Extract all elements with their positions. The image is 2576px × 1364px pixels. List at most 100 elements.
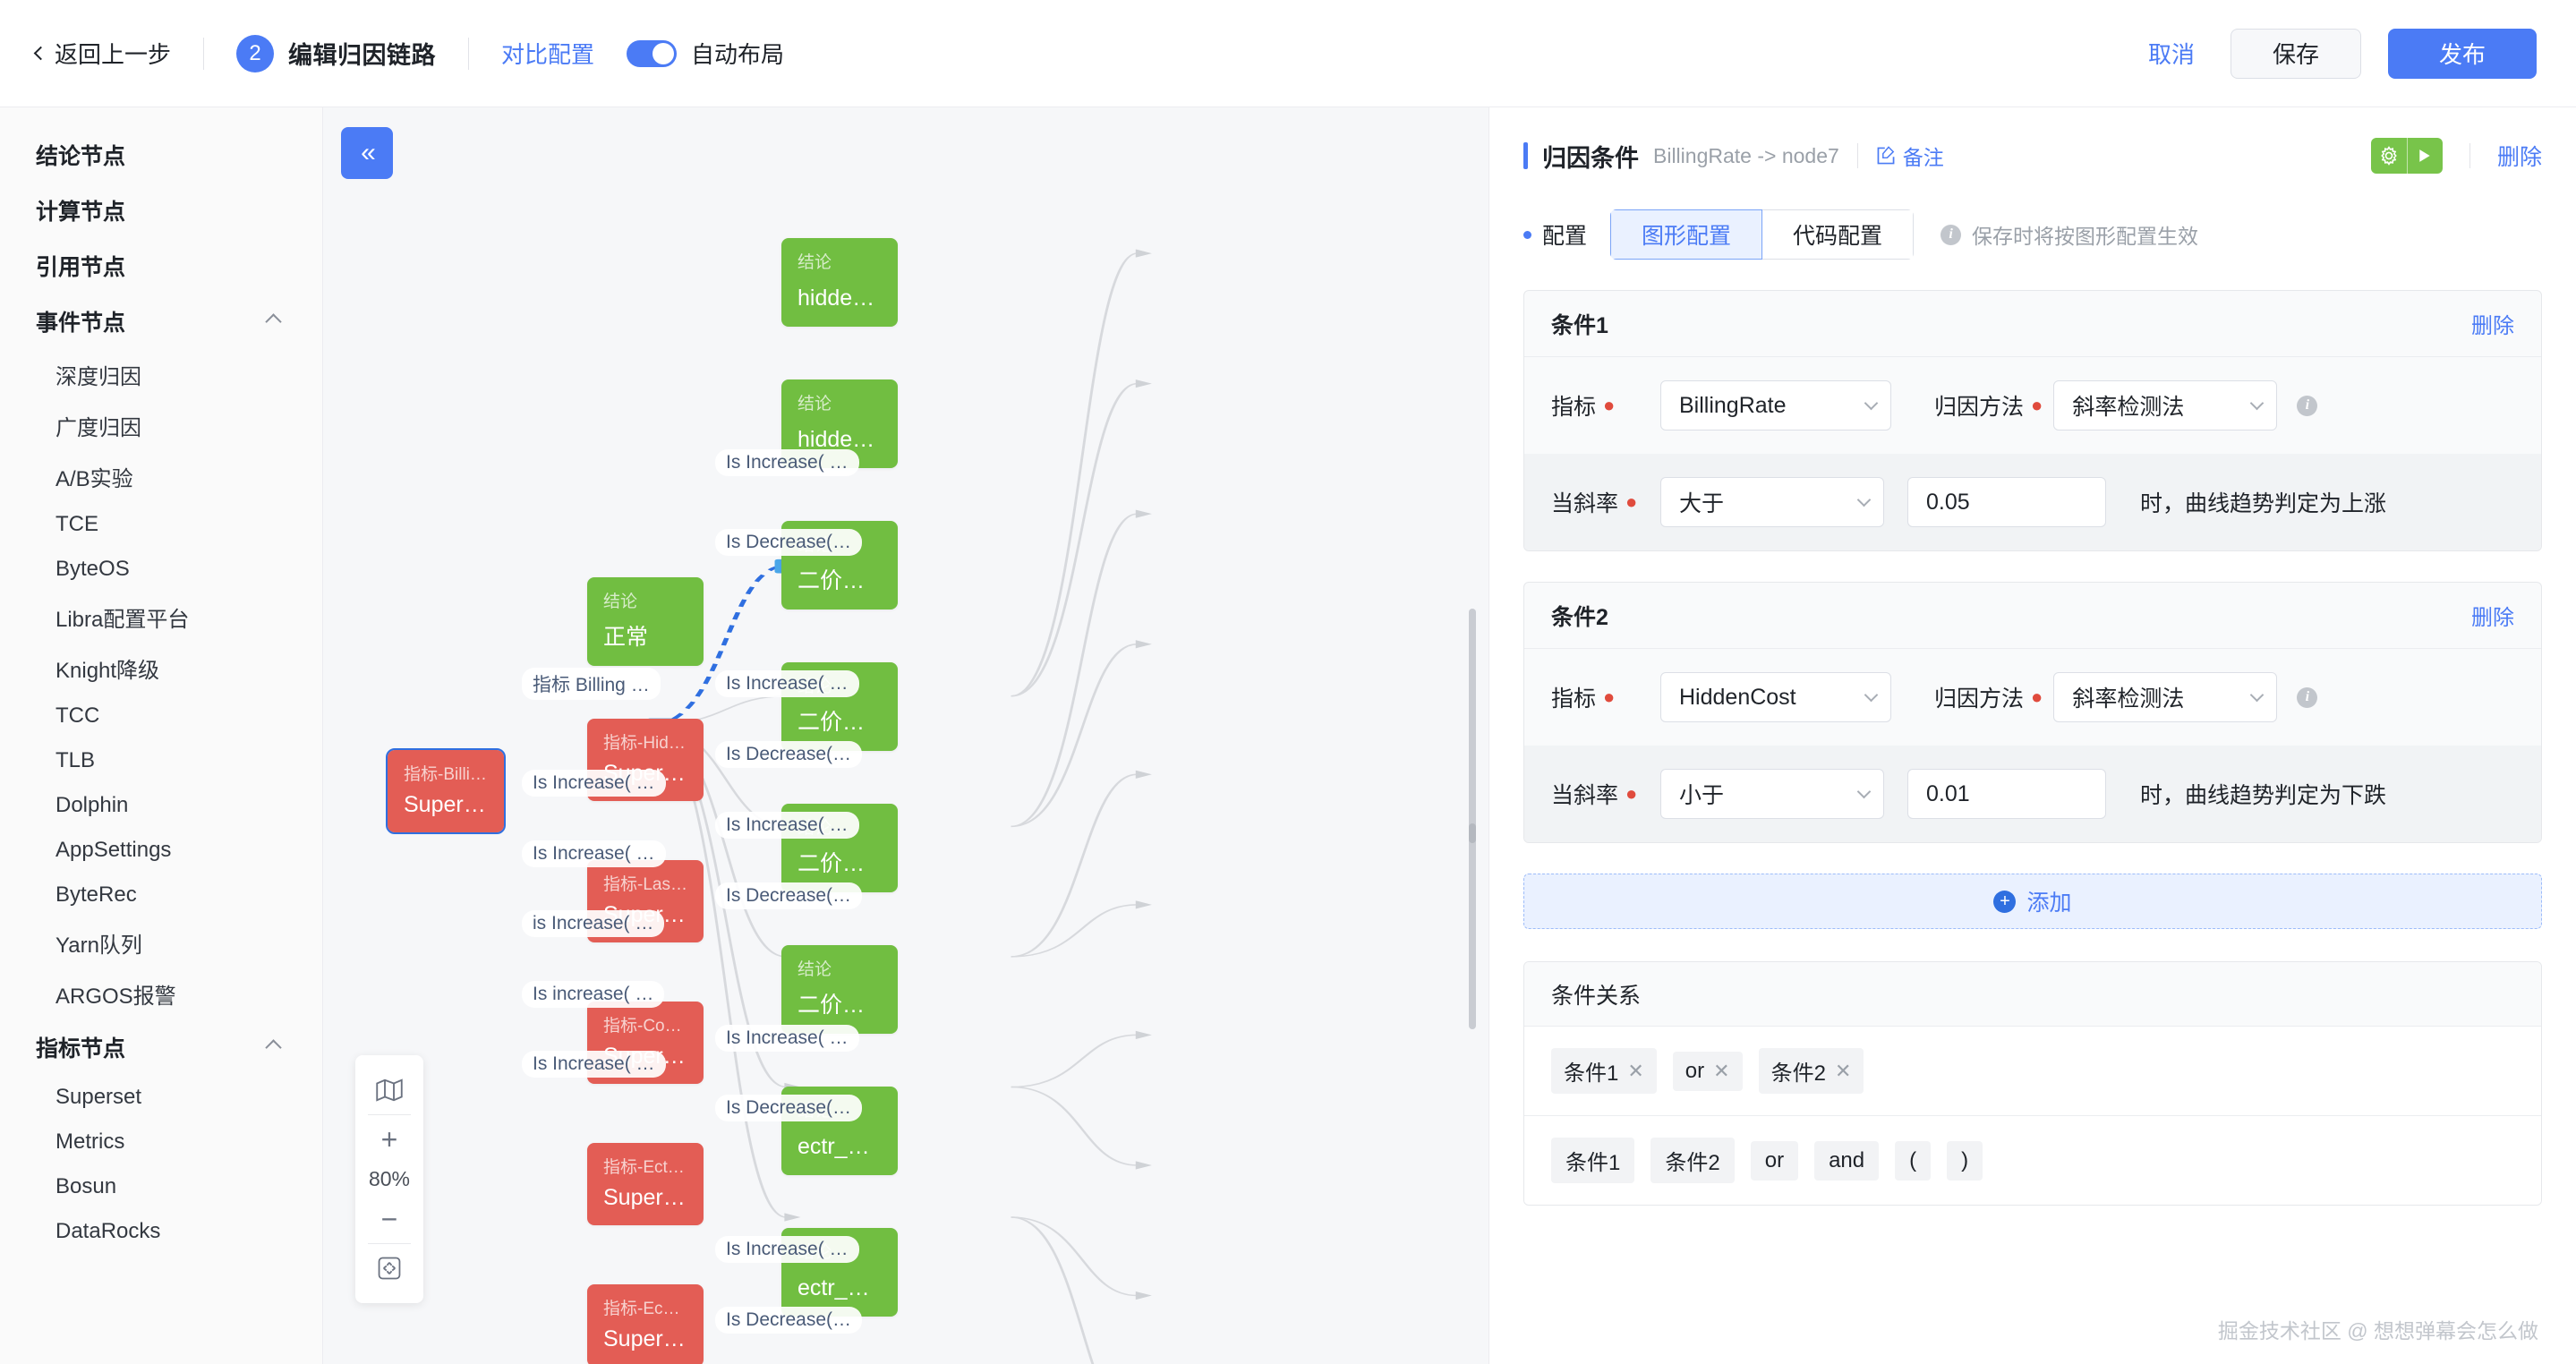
condition-delete-button[interactable]: 删除 xyxy=(2471,314,2514,338)
info-icon[interactable]: i xyxy=(2297,395,2318,416)
metric-select[interactable]: BillingRate xyxy=(1660,380,1891,431)
sidebar-item-3-13[interactable]: ARGOS报警 xyxy=(55,985,176,1009)
canvas-scroll-indicator xyxy=(1469,823,1476,843)
graph-node-subtitle: 结论 xyxy=(798,819,832,838)
sidebar-item-3-5[interactable]: Libra配置平台 xyxy=(55,608,190,632)
graph-node-n_ecvrdiff[interactable]: 指标-EcvrDiffSuperset(1) xyxy=(587,1284,704,1364)
close-icon[interactable]: ✕ xyxy=(1713,1059,1730,1082)
sidebar-item-3-6[interactable]: Knight降级 xyxy=(55,659,160,683)
sidebar-item-3-3[interactable]: TCE xyxy=(55,512,98,536)
collapse-sidebar-button[interactable]: « xyxy=(341,127,393,179)
graph-node-c_lastecp_2[interactable]: 结论二价计费last_ecp... xyxy=(781,662,898,751)
zoom-in-icon[interactable]: + xyxy=(380,1122,398,1155)
tab-code-config[interactable]: 代码配置 xyxy=(1761,209,1915,260)
delete-node-button[interactable]: 删除 xyxy=(2496,145,2542,170)
sidebar-item-3-10[interactable]: AppSettings xyxy=(55,838,172,862)
minimap-icon[interactable] xyxy=(355,1066,423,1114)
close-icon[interactable]: ✕ xyxy=(1627,1059,1644,1082)
graph-node-n_normal[interactable]: 结论正常 xyxy=(587,577,704,666)
slope-tail-text: 时，曲线趋势判定为上涨 xyxy=(2140,491,2387,516)
sidebar-item-3-8[interactable]: TLB xyxy=(55,748,96,772)
metric-select[interactable]: HiddenCost xyxy=(1660,672,1891,722)
play-icon[interactable] xyxy=(2406,138,2443,174)
threshold-input[interactable]: 0.05 xyxy=(1907,477,2106,527)
method-select[interactable]: 斜率检测法 xyxy=(2053,380,2278,431)
condition-delete-button[interactable]: 删除 xyxy=(2471,606,2514,630)
relation-palette-item-0[interactable]: 条件1 xyxy=(1551,1138,1635,1183)
relation-palette-item-4[interactable]: ( xyxy=(1895,1140,1932,1181)
add-condition-button[interactable]: + 添加 xyxy=(1523,874,2542,929)
sidebar-group-1[interactable]: 计算节点 xyxy=(0,183,322,238)
method-select[interactable]: 斜率检测法 xyxy=(2053,672,2278,722)
sidebar-item-3-12[interactable]: Yarn队列 xyxy=(55,933,142,958)
graph-node-title: 正常 xyxy=(603,625,649,650)
graph-node-subtitle: 指标-HiddenCost xyxy=(603,734,687,753)
sidebar-item-3-2[interactable]: A/B实验 xyxy=(55,467,133,491)
sidebar-item-3-7[interactable]: TCC xyxy=(55,703,100,728)
back-button[interactable]: 返回上一步 xyxy=(33,37,171,70)
graph-node-subtitle: 结论 xyxy=(798,253,832,272)
sidebar-item-4-3[interactable]: DataRocks xyxy=(55,1219,161,1243)
graph-node-n_costsum[interactable]: 指标-CostSumRankBidSuperset(1) xyxy=(587,1002,704,1084)
gear-icon[interactable] xyxy=(2371,138,2407,174)
cancel-button[interactable]: 取消 xyxy=(2147,41,2195,68)
run-settings-group[interactable] xyxy=(2370,138,2443,174)
sidebar-item-3-9[interactable]: Dolphin xyxy=(55,793,129,817)
compare-config-link[interactable]: 对比配置 xyxy=(501,41,595,68)
graph-canvas[interactable]: « 指标-BillingRateSuperset(1)结论正常指标-Hidden… xyxy=(322,107,1488,1364)
sidebar-item-3-11[interactable]: ByteRec xyxy=(55,882,137,907)
canvas-vertical-scrollbar[interactable] xyxy=(1469,609,1476,1029)
relation-palette-item-1[interactable]: 条件2 xyxy=(1651,1138,1735,1183)
relation-palette-item-3[interactable]: and xyxy=(1814,1140,1880,1181)
graph-edge-13 xyxy=(1011,1086,1138,1166)
graph-node-c_costsum_1[interactable]: 结论二价计费cost/sum... xyxy=(781,804,898,892)
relation-token-1[interactable]: or✕ xyxy=(1672,1051,1743,1091)
graph-edge-arrow-6 xyxy=(1135,249,1152,258)
sidebar-group-4[interactable]: 指标节点 xyxy=(0,1019,322,1075)
graph-node-n_lastecpm[interactable]: 指标-LastEcpmSorte...Superset(1) xyxy=(587,860,704,942)
sidebar-item-4-1[interactable]: Metrics xyxy=(55,1130,125,1154)
publish-button[interactable]: 发布 xyxy=(2388,28,2537,79)
relation-token-2[interactable]: 条件2✕ xyxy=(1758,1048,1864,1094)
close-icon[interactable]: ✕ xyxy=(1834,1059,1852,1082)
sidebar-item-4-0[interactable]: Superset xyxy=(55,1085,142,1109)
page-title: 编辑归因链路 xyxy=(288,42,437,69)
note-button[interactable]: 备注 xyxy=(1876,141,1944,171)
plus-icon: + xyxy=(1993,890,2017,913)
relation-token-0[interactable]: 条件1✕ xyxy=(1551,1048,1657,1094)
operator-select[interactable]: 小于 xyxy=(1660,769,1884,819)
relation-palette-item-2[interactable]: or xyxy=(1750,1140,1799,1181)
save-button[interactable]: 保存 xyxy=(2231,28,2361,79)
graph-node-n_hiddencost[interactable]: 指标-HiddenCostSuperset(1) xyxy=(587,719,704,801)
info-icon[interactable]: i xyxy=(2297,686,2318,708)
sidebar-group-2[interactable]: 引用节点 xyxy=(0,238,322,294)
tab-graph-config[interactable]: 图形配置 xyxy=(1610,209,1763,260)
graph-node-c_costsum_2[interactable]: 结论二价计费cost/sum... xyxy=(781,945,898,1034)
sidebar-item-3-4[interactable]: ByteOS xyxy=(55,557,130,581)
graph-node-c_lastecp_1[interactable]: 结论二价计费last_ecp... xyxy=(781,521,898,610)
sidebar-group-0[interactable]: 结论节点 xyxy=(0,127,322,183)
sidebar-item-3-1[interactable]: 广度归因 xyxy=(55,416,141,440)
threshold-input[interactable]: 0.01 xyxy=(1907,769,2106,819)
operator-select[interactable]: 大于 xyxy=(1660,477,1884,527)
sidebar-group-label: 引用节点 xyxy=(36,255,126,280)
zoom-out-icon[interactable]: − xyxy=(380,1202,398,1235)
sidebar-item-4-2[interactable]: Bosun xyxy=(55,1174,117,1198)
relation-palette-item-5[interactable]: ) xyxy=(1947,1140,1983,1181)
graph-node-n_billingrate[interactable]: 指标-BillingRateSuperset(1) xyxy=(386,748,506,834)
left-sidebar: 结论节点计算节点引用节点事件节点深度归因广度归因 A/B实验 TCE ByteOS Li… xyxy=(0,107,322,1364)
fit-screen-icon[interactable] xyxy=(355,1244,423,1292)
graph-node-subtitle: 结论 xyxy=(798,1243,832,1262)
graph-node-n_ectrdiff[interactable]: 指标-EctrDiffSuperset(1) xyxy=(587,1143,704,1225)
sidebar-item-3-0[interactable]: 深度归因 xyxy=(55,365,141,389)
sidebar-group-3[interactable]: 事件节点 xyxy=(0,294,322,349)
condition-relation-expression[interactable]: 条件1✕ or✕ 条件2✕ xyxy=(1524,1027,2541,1116)
auto-layout-toggle[interactable] xyxy=(627,39,678,67)
